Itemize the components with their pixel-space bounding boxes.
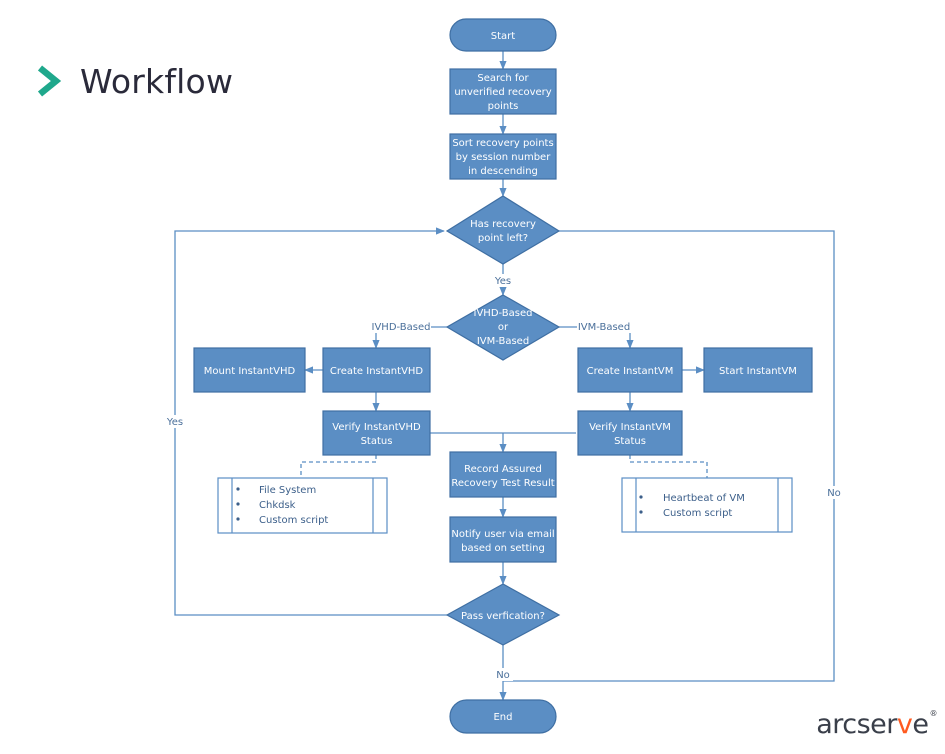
label-create-vhd: Create InstantVHD [330, 366, 424, 377]
edge-label-loop-yes: Yes [166, 417, 183, 428]
brand-logo-accent: v [896, 709, 913, 740]
label-search: Search for [477, 73, 529, 84]
node-create-vhd [322, 347, 431, 393]
label-record: Recovery Test Result [451, 478, 554, 489]
check-item: Custom script [663, 508, 732, 519]
node-start-vm [703, 347, 813, 393]
edge-label-ivhd-based: IVHD-Based [372, 322, 431, 333]
connector-vhd-checks [300, 455, 377, 478]
node-pass [445, 583, 561, 646]
node-labels: Start Search for unverified recovery poi… [204, 31, 797, 723]
label-create-vm: Create InstantVM [587, 366, 674, 377]
node-verify-vhd [322, 410, 431, 456]
registered-mark: ® [929, 709, 938, 718]
label-type: IVHD-Based [474, 308, 533, 319]
edge-label-right-no: No [827, 488, 841, 499]
check-item: Chkdsk [259, 500, 296, 511]
node-start [449, 18, 557, 52]
edge-has-left-no [503, 230, 835, 682]
label-has-left: Has recovery [470, 219, 536, 230]
label-start: Start [491, 31, 516, 42]
node-end [449, 699, 557, 734]
node-record [449, 451, 557, 498]
label-pass: Pass verfication? [461, 611, 545, 622]
label-verify-vhd: Status [361, 436, 393, 447]
check-item: File System [259, 485, 316, 496]
label-notify: based on setting [461, 543, 545, 554]
label-type: or [498, 322, 509, 333]
edge-label-pass-no: No [496, 670, 510, 681]
label-record: Record Assured [464, 464, 542, 475]
label-search: unverified recovery [454, 87, 551, 98]
edge-label-ivm-based: IVM-Based [578, 322, 630, 333]
label-mount-vhd: Mount InstantVHD [204, 366, 296, 377]
brand-logo-post: e [912, 709, 929, 740]
check-item: Heartbeat of VM [663, 493, 745, 504]
node-mount-vhd [193, 347, 306, 393]
brand-logo: arcserve® [816, 709, 937, 740]
label-sort: Sort recovery points [452, 138, 553, 149]
connector-vm-checks [629, 455, 708, 478]
slide-title: Workflow [34, 56, 233, 106]
node-verify-vm [577, 410, 683, 456]
label-sort: in descending [468, 166, 538, 177]
label-verify-vm: Verify InstantVM [589, 422, 671, 433]
nodes [193, 18, 813, 734]
label-start-vm: Start InstantVM [719, 366, 797, 377]
node-search [449, 68, 557, 115]
label-type: IVM-Based [477, 336, 529, 347]
label-sort: by session number [456, 152, 552, 163]
label-verify-vm: Status [614, 436, 646, 447]
edge-label-yes-type: Yes [494, 276, 511, 287]
check-item: Custom script [259, 515, 328, 526]
label-search: points [488, 101, 519, 112]
label-end: End [493, 712, 512, 723]
chevron-right-icon [37, 65, 62, 97]
annotation-vhd-checks: File System Chkdsk Custom script [217, 477, 388, 534]
label-has-left: point left? [478, 233, 528, 244]
node-sort [449, 133, 557, 180]
edge-labels: Yes IVHD-Based IVM-Based Yes No No [163, 274, 844, 681]
node-type [445, 294, 561, 361]
brand-logo-pre: arcser [816, 709, 897, 740]
node-notify [449, 516, 557, 563]
node-create-vm [577, 347, 683, 393]
label-verify-vhd: Verify InstantVHD [332, 422, 421, 433]
annotation-vm-checks: Heartbeat of VM Custom script [621, 477, 793, 533]
node-has-left [445, 195, 561, 265]
slide-title-text: Workflow [80, 61, 234, 101]
label-notify: Notify user via email [451, 529, 554, 540]
